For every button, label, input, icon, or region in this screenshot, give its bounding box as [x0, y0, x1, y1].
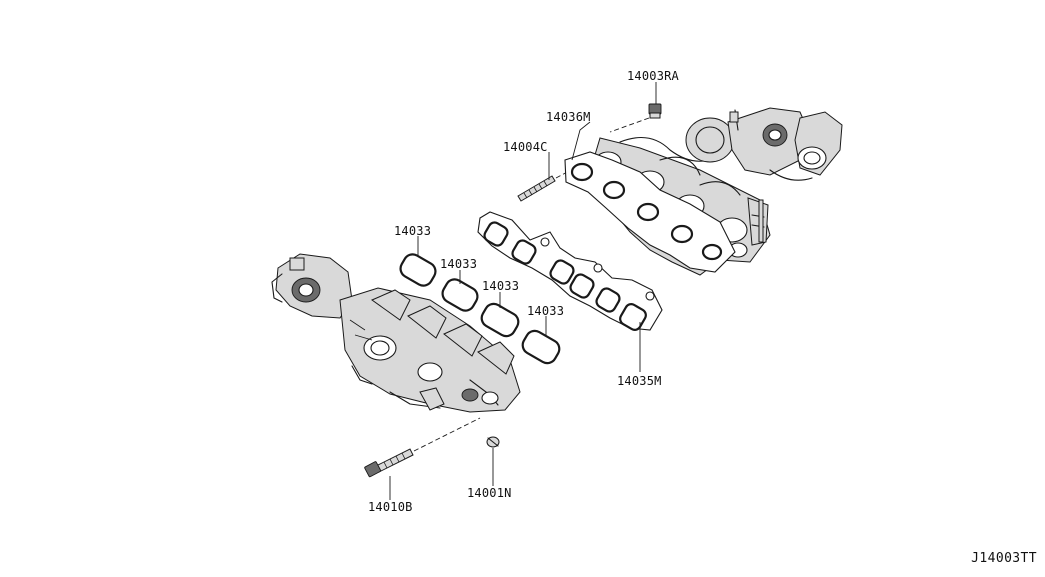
- callout-14004C[interactable]: 14004C: [503, 140, 548, 154]
- clip-14001N[interactable]: [486, 436, 500, 448]
- gasket-14033-b[interactable]: [439, 276, 480, 314]
- leader-lines: [389, 82, 657, 500]
- callout-14003RA[interactable]: 14003RA: [627, 69, 679, 83]
- gasket-14035M[interactable]: [477, 211, 663, 332]
- callout-14033-d[interactable]: 14033: [527, 304, 565, 318]
- callout-14033-b[interactable]: 14033: [440, 257, 478, 271]
- callout-14033-c[interactable]: 14033: [482, 279, 520, 293]
- callout-14035M[interactable]: 14035M: [617, 374, 662, 388]
- gasket-14033-c[interactable]: [478, 301, 521, 340]
- intake-manifold[interactable]: [271, 253, 521, 413]
- figure-code: J14003TT: [971, 551, 1037, 566]
- callout-14033-a[interactable]: 14033: [394, 224, 432, 238]
- callout-14001N[interactable]: 14001N: [467, 486, 512, 500]
- gasket-14033-d[interactable]: [519, 328, 562, 367]
- callout-14036M[interactable]: 14036M: [546, 110, 591, 124]
- callout-14010B[interactable]: 14010B: [368, 500, 413, 514]
- bolt-14010B[interactable]: [364, 417, 481, 478]
- nut-14003RA[interactable]: [609, 103, 662, 133]
- gasket-14036M[interactable]: [564, 151, 736, 273]
- gasket-14033-a[interactable]: [397, 251, 438, 289]
